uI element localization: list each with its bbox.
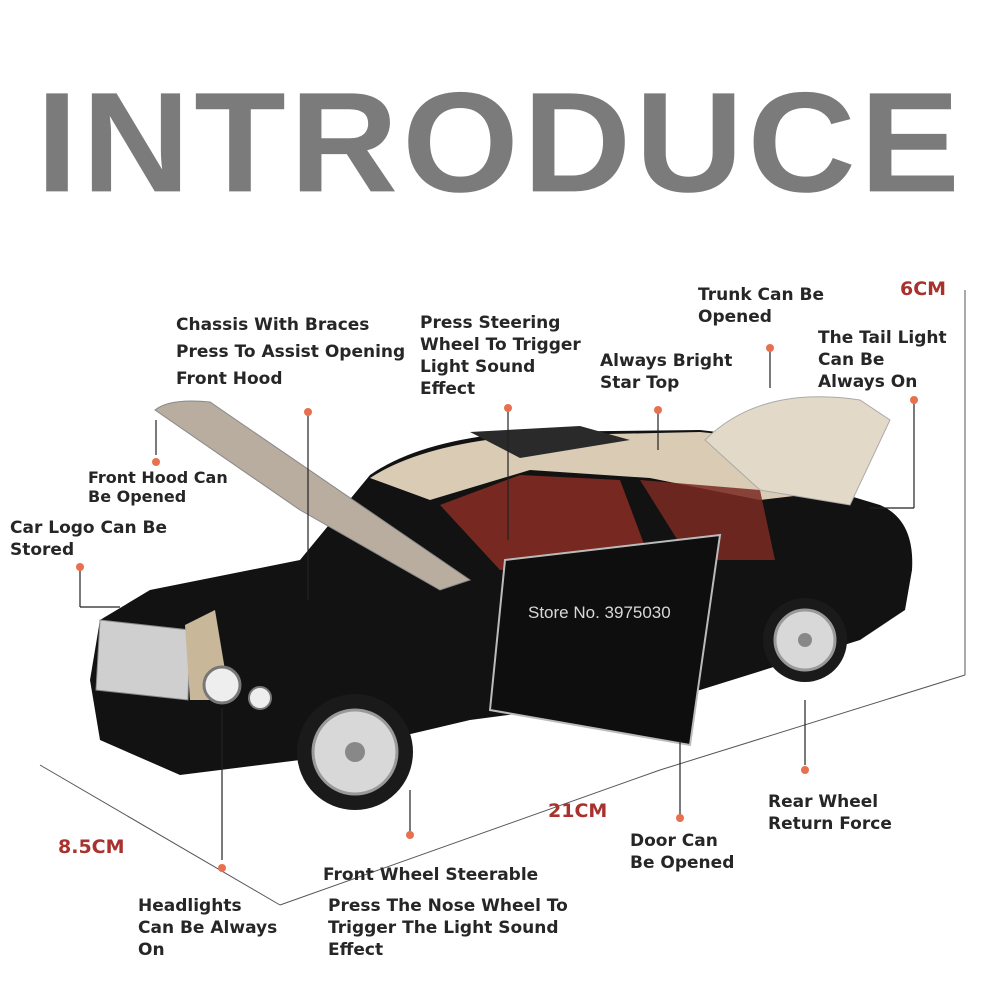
label-trunk: Trunk Can Be Opened bbox=[698, 285, 824, 327]
width-dimension: 8.5CM bbox=[58, 836, 125, 858]
store-watermark: Store No. 3975030 bbox=[528, 603, 671, 622]
car bbox=[90, 396, 913, 810]
page-title: INTRODUCE bbox=[36, 62, 964, 222]
length-line bbox=[279, 769, 661, 906]
height-dimension: 6CM bbox=[900, 278, 947, 300]
callout-lines bbox=[79, 348, 915, 860]
label-front-hood: Front Hood Can Be Opened bbox=[88, 468, 228, 506]
label-headlights: Headlights Can Be Always On bbox=[138, 896, 278, 960]
label-nose-wheel: Press The Nose Wheel To Trigger The Ligh… bbox=[328, 896, 568, 960]
label-front-wheel: Front Wheel Steerable bbox=[323, 865, 539, 885]
length-line-rear bbox=[659, 674, 966, 771]
width-line bbox=[39, 764, 281, 906]
callout-dots bbox=[76, 344, 918, 872]
label-car-logo: Car Logo Can Be Stored bbox=[10, 518, 167, 560]
dimension-lines bbox=[39, 290, 966, 906]
length-dimension: 21CM bbox=[548, 800, 608, 822]
label-door: Door Can Be Opened bbox=[630, 831, 735, 873]
label-star-top: Always Bright Star Top bbox=[600, 351, 733, 393]
label-steering: Press Steering Wheel To Trigger Light So… bbox=[420, 313, 581, 399]
label-tail-light: The Tail Light Can Be Always On bbox=[818, 328, 947, 392]
label-rear-wheel: Rear Wheel Return Force bbox=[768, 792, 892, 834]
label-chassis: Chassis With Braces Press To Assist Open… bbox=[176, 315, 406, 389]
